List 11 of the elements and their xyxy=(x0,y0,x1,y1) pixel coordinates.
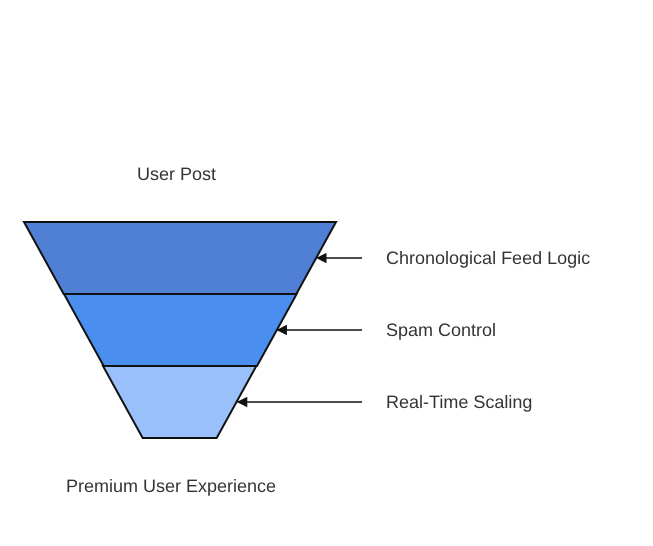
stage-label: Real-Time Scaling xyxy=(386,391,532,413)
stage-label: Chronological Feed Logic xyxy=(386,247,590,269)
funnel-output-label: Premium User Experience xyxy=(66,475,276,497)
funnel-band xyxy=(103,366,257,438)
funnel-band xyxy=(24,222,336,294)
stage-label: Spam Control xyxy=(386,319,496,341)
funnel-band xyxy=(64,294,296,366)
arrow xyxy=(316,252,362,264)
arrow xyxy=(236,396,362,408)
arrow xyxy=(276,324,362,336)
funnel-input-label: User Post xyxy=(137,163,216,185)
